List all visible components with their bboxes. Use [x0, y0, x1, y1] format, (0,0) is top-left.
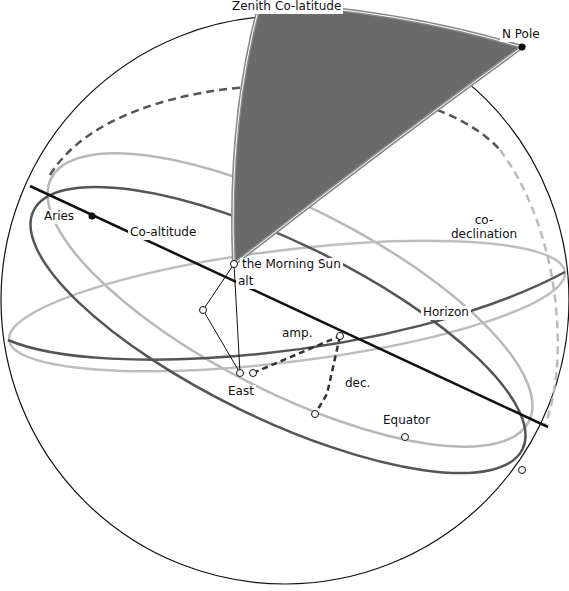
angle-label: dec. [343, 377, 372, 391]
arc-label: co- declination [438, 214, 530, 242]
point-label: Aries [42, 210, 76, 224]
arc-label: Co-latitude [273, 0, 343, 14]
point-label: Zenith [230, 0, 273, 14]
angle-label: amp. [280, 327, 314, 341]
point-label: the Morning Sun [240, 258, 343, 272]
circle-label: Equator [381, 414, 432, 428]
arc-label: Co-altitude [128, 226, 198, 240]
circle-label: Horizon [421, 306, 471, 320]
point-label: N Pole [500, 28, 542, 42]
point-label: East [226, 385, 256, 399]
angle-label: alt [236, 275, 255, 289]
